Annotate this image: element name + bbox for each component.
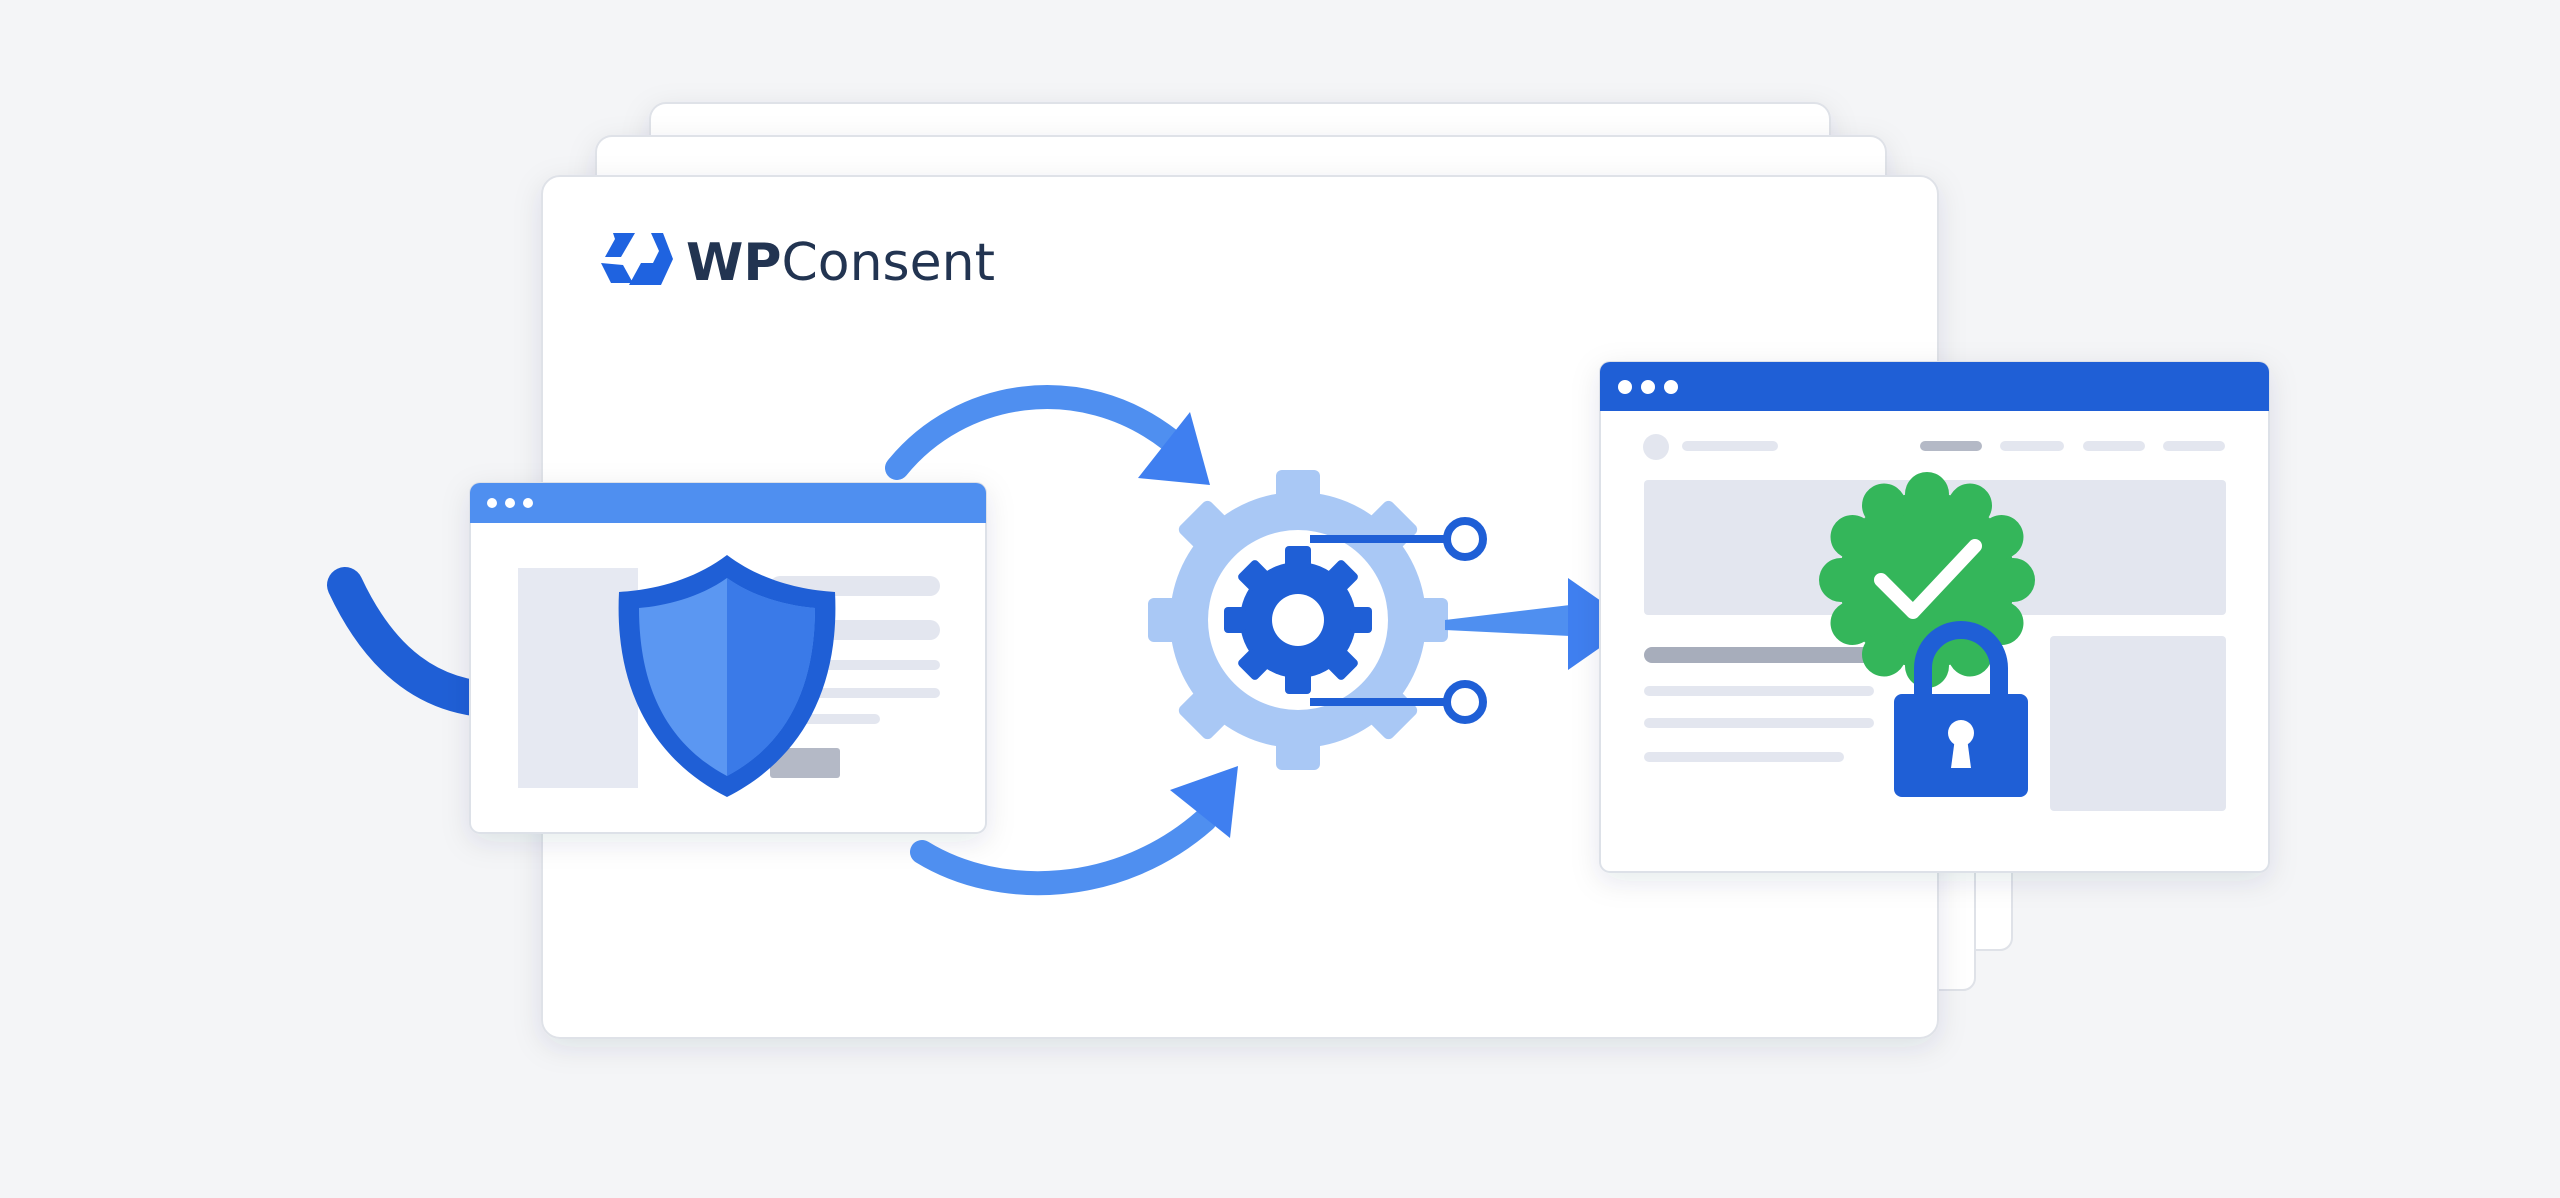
gear-icon [1085, 407, 1511, 833]
shield-icon [618, 555, 836, 797]
wpconsent-logo: WPConsent [601, 233, 995, 293]
connector-nodes [1310, 517, 1487, 724]
bottom-arc-arrow-icon [910, 766, 1238, 896]
svg-text:WPConsent: WPConsent [686, 233, 995, 293]
logo-text-regular: Consent [781, 233, 995, 293]
logo-text-bold: WP [686, 233, 781, 293]
top-arc-arrow-icon [885, 385, 1210, 485]
wpconsent-logo-icon [601, 233, 673, 285]
lock-icon [1894, 621, 2028, 797]
